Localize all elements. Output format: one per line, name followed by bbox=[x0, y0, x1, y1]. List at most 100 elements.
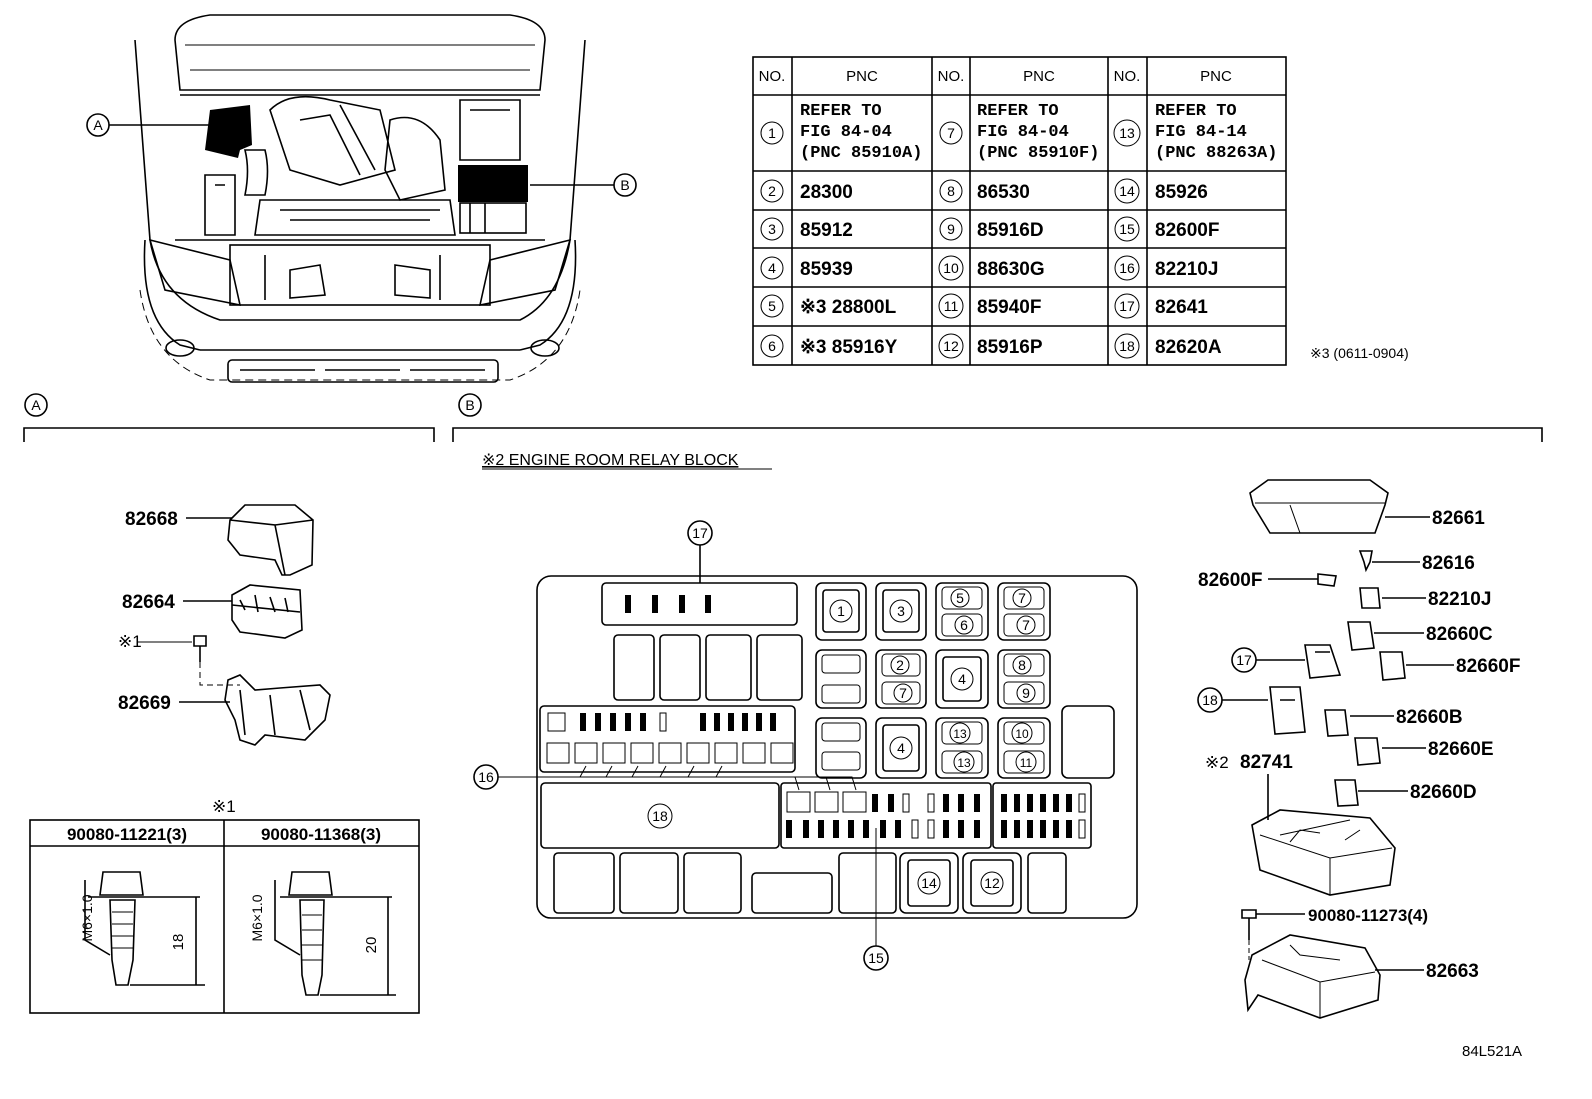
table-no: 12 bbox=[943, 338, 959, 354]
part-82660d: 82660D bbox=[1334, 779, 1477, 807]
part-82661: 82661 bbox=[1249, 479, 1485, 534]
svg-text:A: A bbox=[31, 397, 41, 413]
svg-text:82660F: 82660F bbox=[1456, 656, 1520, 677]
bolt-pnc-1: 90080-11221(3) bbox=[67, 825, 187, 844]
table-pnc: 88630G bbox=[977, 259, 1045, 280]
svg-text:82663: 82663 bbox=[1426, 961, 1479, 982]
svg-text:82660B: 82660B bbox=[1396, 707, 1463, 728]
relay-cell-7: 7 bbox=[1018, 590, 1026, 606]
table-pnc: 82210J bbox=[1155, 259, 1218, 280]
table-refer-line: (PNC 85910F) bbox=[977, 144, 1099, 163]
relay-cell-6: 6 bbox=[960, 617, 968, 633]
table-pnc: 85926 bbox=[1155, 182, 1208, 203]
relay-cell-7c: 7 bbox=[899, 685, 907, 701]
relay-cell-10: 10 bbox=[1015, 727, 1029, 741]
svg-text:82741: 82741 bbox=[1240, 752, 1293, 773]
part-82668: 82668 bbox=[125, 504, 314, 576]
svg-text:B: B bbox=[465, 397, 474, 413]
relay-cell-12: 12 bbox=[984, 875, 1000, 891]
table-pnc: 85912 bbox=[800, 220, 853, 241]
figure-id: 84L521A bbox=[1462, 1043, 1522, 1060]
table-no: 16 bbox=[1119, 260, 1135, 276]
bolt-table-mark: ※1 bbox=[212, 797, 236, 816]
part-82210j: 82210J bbox=[1359, 587, 1491, 610]
callout-b-top: B bbox=[530, 173, 637, 197]
relay-cell-4b: 4 bbox=[897, 740, 905, 756]
table-no: 18 bbox=[1119, 338, 1135, 354]
svg-text:18: 18 bbox=[1202, 692, 1218, 708]
bolt-drawing-2: M6×1.0 20 bbox=[249, 871, 396, 996]
table-pnc: 85916P bbox=[977, 337, 1043, 358]
relay-callout-17: 17 bbox=[692, 525, 708, 541]
table-refer-line: FIG 84-14 bbox=[1155, 123, 1247, 142]
table-no: 9 bbox=[947, 221, 955, 237]
relay-cell-14: 14 bbox=[921, 875, 937, 891]
relay-cell-11: 11 bbox=[1020, 756, 1033, 770]
table-refer-line: (PNC 88263A) bbox=[1155, 144, 1277, 163]
table-refer-line: FIG 84-04 bbox=[800, 123, 892, 142]
table-refer-line: (PNC 85910A) bbox=[800, 144, 922, 163]
svg-text:※2: ※2 bbox=[1205, 753, 1229, 772]
table-no: 3 bbox=[768, 221, 776, 237]
relay-cell-9: 9 bbox=[1022, 685, 1030, 701]
table-note: ※3 (0611-0904) bbox=[1310, 345, 1409, 361]
relay-cell-13: 13 bbox=[953, 727, 967, 741]
table-no: 4 bbox=[768, 260, 776, 276]
mini-fuses bbox=[786, 793, 1086, 839]
svg-text:82668: 82668 bbox=[125, 509, 178, 530]
table-no: 14 bbox=[1119, 183, 1135, 199]
table-no: 10 bbox=[943, 260, 959, 276]
table-no: 7 bbox=[947, 125, 955, 141]
part-82660b: 82660B bbox=[1324, 707, 1463, 737]
relay-cell-18: 18 bbox=[652, 808, 668, 824]
part-90080-11273: 90080-11273(4) bbox=[1241, 906, 1428, 960]
relay-cell-4: 4 bbox=[958, 671, 966, 687]
svg-text:17: 17 bbox=[1236, 652, 1252, 668]
table-header-no-2: NO. bbox=[938, 68, 965, 85]
pnc-table: NO. PNC NO. PNC NO. PNC 1 REFER TO FIG 8… bbox=[752, 56, 1287, 366]
table-refer-line: REFER TO bbox=[977, 102, 1059, 121]
part-82600f: 82600F bbox=[1198, 570, 1337, 591]
table-header-pnc-1: PNC bbox=[846, 68, 878, 85]
table-no: 13 bbox=[1119, 125, 1135, 141]
part-82660e: 82660E bbox=[1354, 737, 1494, 766]
svg-text:82660C: 82660C bbox=[1426, 624, 1493, 645]
table-refer-line: REFER TO bbox=[1155, 102, 1237, 121]
table-pnc: ※3 85916Y bbox=[800, 337, 898, 358]
table-pnc: 82600F bbox=[1155, 220, 1219, 241]
relay-block: 17 1 3 5 6 7 7 bbox=[473, 520, 1138, 971]
table-pnc: 85939 bbox=[800, 259, 853, 280]
part-82620a: 18 bbox=[1197, 686, 1306, 735]
table-pnc: 82641 bbox=[1155, 297, 1208, 318]
bolt-pnc-2: 90080-11368(3) bbox=[261, 825, 381, 844]
bolt-thread-2: M6×1.0 bbox=[249, 894, 265, 941]
relay-cell-5: 5 bbox=[956, 590, 964, 606]
table-no: 8 bbox=[947, 183, 955, 199]
relay-cell-7b: 7 bbox=[1022, 617, 1030, 633]
table-no: 17 bbox=[1119, 298, 1135, 314]
part-82660c: 82660C bbox=[1347, 621, 1493, 651]
section-b-bracket: B bbox=[452, 393, 1543, 442]
bolt-table: ※1 90080-11221(3) 90080-11368(3) M6×1.0 … bbox=[29, 797, 420, 1014]
svg-text:90080-11273(4): 90080-11273(4) bbox=[1308, 906, 1428, 925]
svg-text:B: B bbox=[620, 177, 629, 193]
table-pnc: 85940F bbox=[977, 297, 1041, 318]
svg-text:82664: 82664 bbox=[122, 592, 175, 613]
part-82669: 82669 bbox=[118, 674, 331, 746]
engine-bay-illustration bbox=[134, 14, 586, 383]
relay-block-title: ※2 ENGINE ROOM RELAY BLOCK bbox=[482, 452, 739, 469]
part-82641: 17 bbox=[1231, 644, 1342, 679]
relay-cell-1: 1 bbox=[837, 603, 845, 619]
table-no: 2 bbox=[768, 183, 776, 199]
relay-callout-16: 16 bbox=[478, 769, 494, 785]
table-header-no-3: NO. bbox=[1114, 68, 1141, 85]
table-refer-line: FIG 84-04 bbox=[977, 123, 1069, 142]
bolt-mark-1: ※1 bbox=[118, 632, 240, 686]
table-pnc: ※3 28800L bbox=[800, 297, 897, 318]
svg-text:82661: 82661 bbox=[1432, 508, 1485, 529]
table-pnc: 82620A bbox=[1155, 337, 1222, 358]
svg-text:※1: ※1 bbox=[118, 632, 142, 651]
bolt-length-1: 18 bbox=[170, 934, 187, 951]
